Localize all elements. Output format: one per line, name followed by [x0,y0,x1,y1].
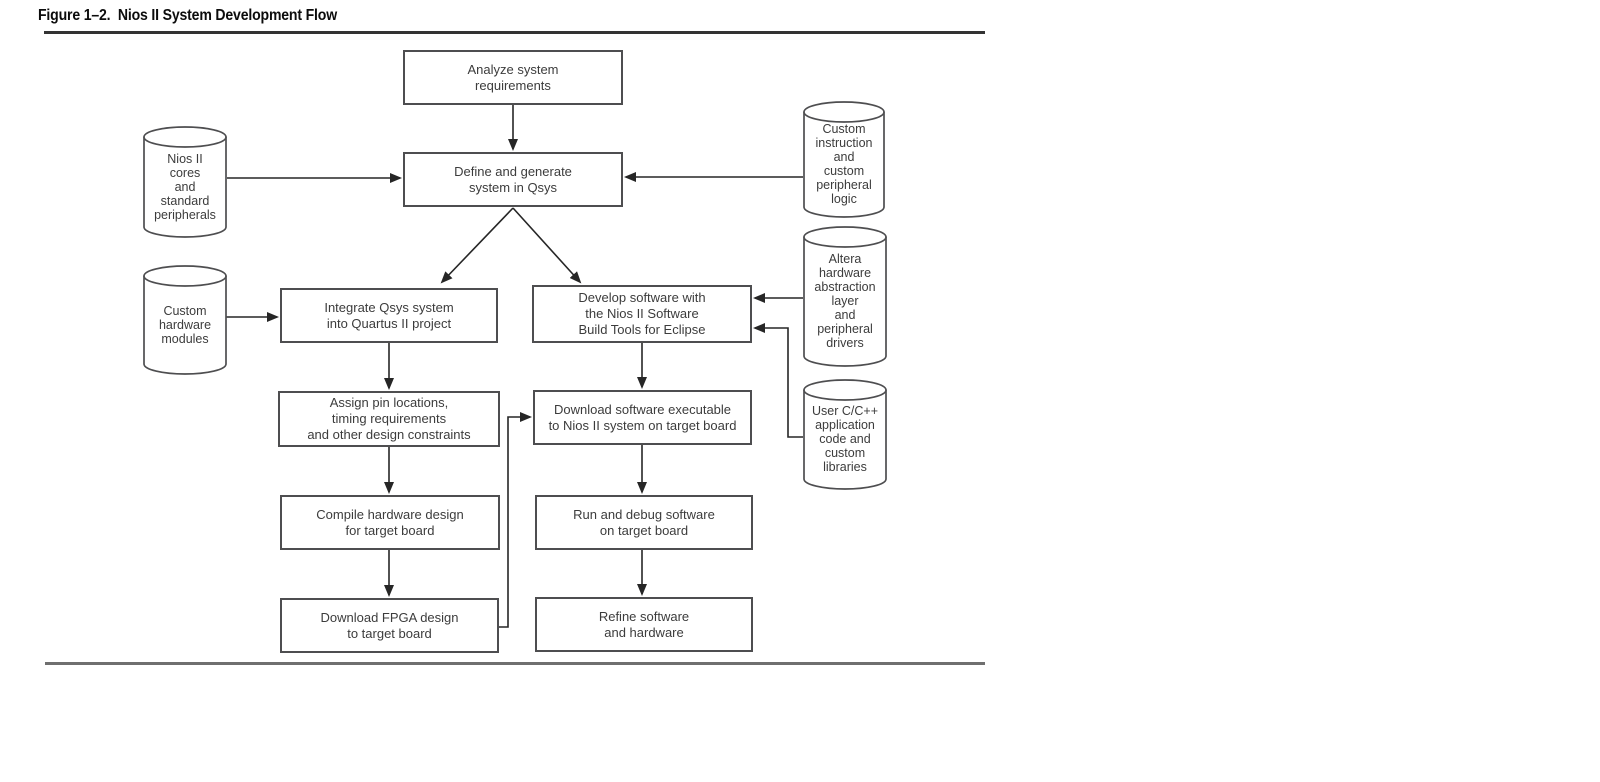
flow-box-download-software-executable: Download software executable to Nios II … [533,390,752,445]
flow-box-download-fpga-design: Download FPGA design to target board [280,598,499,653]
flow-box-develop-software: Develop software with the Nios II Softwa… [532,285,752,343]
cylinder-label: Custom hardware modules [158,303,212,346]
flow-box-refine-software-hardware: Refine software and hardware [535,597,753,652]
cylinder-nios-cores-standard-peripherals: Nios II cores and standard peripherals [143,126,227,238]
cylinder-custom-hardware-modules: Custom hardware modules [143,265,227,375]
title-rule [44,31,985,34]
bottom-rule [45,662,985,665]
cylinder-custom-instruction-peripheral-logic: Custom instruction and custom peripheral… [803,101,885,218]
cylinder-label: Custom instruction and custom peripheral… [815,122,873,206]
cylinder-altera-hal-peripheral-drivers: Altera hardware abstraction layer and pe… [803,226,887,367]
figure-title: Figure 1–2. Nios II System Development F… [38,7,337,24]
flow-box-analyze-system-requirements: Analyze system requirements [403,50,623,105]
flow-box-compile-hardware-design: Compile hardware design for target board [280,495,500,550]
cylinder-user-c-cpp-application-code: User C/C++ application code and custom l… [803,379,887,490]
flow-box-define-generate-system-qsys: Define and generate system in Qsys [403,152,623,207]
flow-box-assign-pin-locations: Assign pin locations, timing requirement… [278,391,500,447]
cylinder-label: User C/C++ application code and custom l… [812,404,878,474]
flow-box-integrate-qsys-system: Integrate Qsys system into Quartus II pr… [280,288,498,343]
flow-box-run-debug-software: Run and debug software on target board [535,495,753,550]
cylinder-label: Altera hardware abstraction layer and pe… [814,252,876,350]
cylinder-label: Nios II cores and standard peripherals [154,151,216,222]
